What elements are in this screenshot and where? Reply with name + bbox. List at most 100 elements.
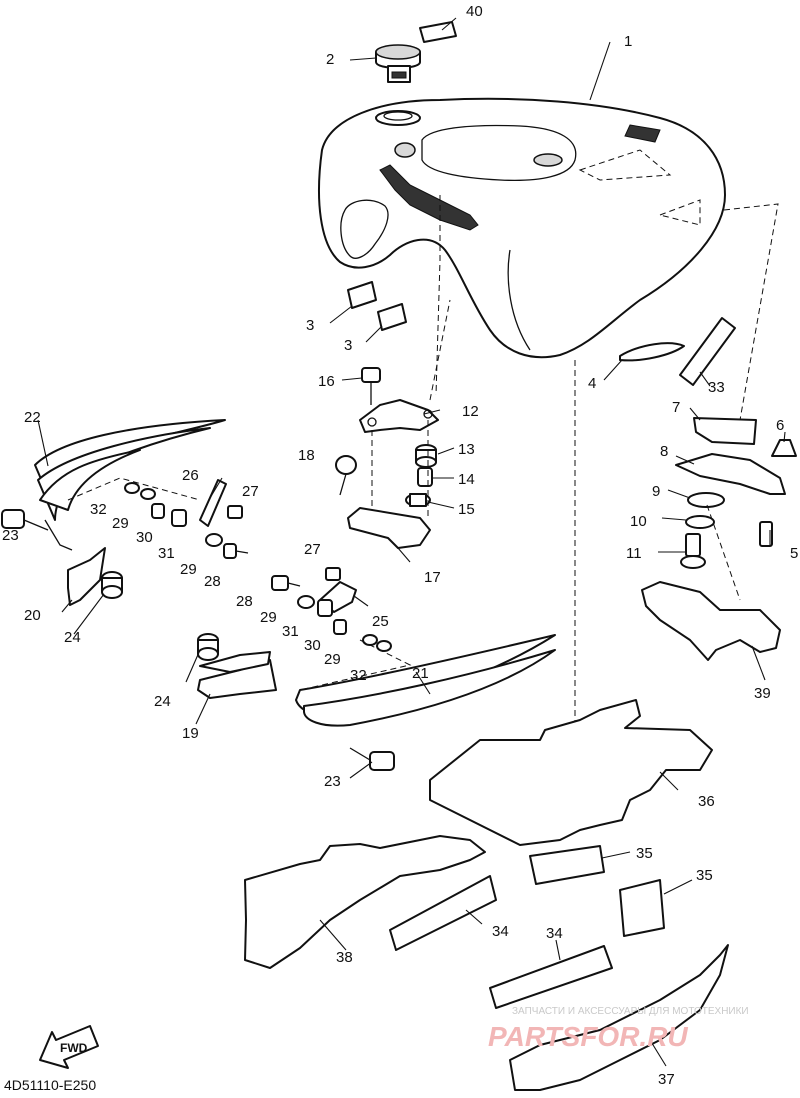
callout-35a: 35	[636, 845, 653, 862]
fwd-arrow-icon: FWD	[39, 1025, 99, 1069]
callout-34a: 34	[492, 923, 509, 940]
callout-27a: 27	[242, 483, 259, 500]
plate-36	[429, 699, 713, 846]
plate-38	[244, 835, 486, 969]
callout-3a: 3	[306, 317, 314, 334]
callout-27b: 27	[304, 541, 321, 558]
callout-33: 33	[708, 379, 725, 396]
leader-lines	[37, 17, 786, 1067]
damper-13	[415, 444, 437, 468]
watermark-logo: PARTSFOR.RU	[488, 1021, 688, 1052]
screw-18	[335, 455, 357, 496]
callout-23a: 23	[2, 527, 19, 544]
washer-10	[685, 515, 715, 529]
washer-29a	[140, 488, 156, 500]
bracket-8	[675, 453, 786, 495]
callout-13: 13	[458, 441, 475, 458]
callout-31b: 31	[282, 623, 299, 640]
collar-14	[417, 467, 433, 487]
cover-20	[67, 547, 106, 606]
callout-32b: 32	[350, 667, 367, 684]
callout-11: 11	[626, 545, 642, 562]
bolt-23-left	[1, 509, 49, 531]
callout-28b: 28	[236, 593, 253, 610]
collar-30b	[333, 619, 347, 635]
block-35b	[619, 879, 665, 937]
callout-34b: 34	[546, 925, 563, 942]
cover-22	[34, 419, 226, 551]
collar-24-right	[197, 633, 219, 661]
callout-20: 20	[24, 607, 41, 624]
callout-24a: 24	[64, 629, 81, 646]
washer-29c	[297, 595, 315, 609]
bracket-39	[641, 581, 781, 661]
plate-37	[509, 944, 729, 1091]
bolt-28b	[271, 575, 301, 591]
callout-32a: 32	[90, 501, 107, 518]
callout-9: 9	[652, 483, 660, 500]
callout-30a: 30	[136, 529, 153, 546]
callout-29b: 29	[180, 561, 197, 578]
callout-31a: 31	[158, 545, 175, 562]
bolt-27a	[227, 505, 243, 519]
decal-4	[619, 342, 685, 362]
callout-numbers: 1 2 3 3 4 5 6 7 8 9 10 11 12 13 14 15 16…	[2, 3, 798, 1088]
washer-29d	[362, 634, 378, 646]
callout-36: 36	[698, 793, 715, 810]
bolt-23-right	[349, 747, 395, 771]
callout-24b: 24	[154, 693, 171, 710]
callout-8: 8	[660, 443, 668, 460]
callout-12: 12	[462, 403, 479, 420]
collar-30a	[151, 503, 165, 519]
damper-31a	[171, 509, 187, 527]
callout-40: 40	[466, 3, 483, 20]
damper-31b	[317, 599, 333, 617]
callout-7: 7	[672, 399, 680, 416]
callout-29a: 29	[112, 515, 129, 532]
callout-30b: 30	[304, 637, 321, 654]
callout-16: 16	[318, 373, 335, 390]
callout-22: 22	[24, 409, 41, 426]
callout-29d: 29	[324, 651, 341, 668]
callout-2: 2	[326, 51, 334, 68]
callout-5: 5	[790, 545, 798, 562]
callout-39: 39	[754, 685, 771, 702]
callout-4: 4	[588, 375, 596, 392]
bolt-27b	[325, 567, 341, 581]
cover-21	[295, 634, 556, 727]
nut-6	[771, 439, 797, 457]
bolt-5	[759, 521, 773, 547]
callout-17: 17	[424, 569, 441, 586]
washer-29b	[205, 533, 223, 547]
callout-21: 21	[412, 665, 429, 682]
callout-10: 10	[630, 513, 647, 530]
fuel-cap	[375, 44, 421, 83]
callout-3b: 3	[344, 337, 352, 354]
callout-25: 25	[372, 613, 389, 630]
callout-15: 15	[458, 501, 475, 518]
collar-24-left	[101, 571, 123, 599]
plate-26	[199, 479, 227, 527]
watermark-caption: ЗАПЧАСТИ И АКСЕССУАРЫ ДЛЯ МОТОТЕХНИКИ	[512, 1006, 749, 1017]
bolt-28a	[223, 543, 249, 559]
fuel-tank	[318, 97, 726, 359]
bracket-17	[347, 507, 431, 549]
callout-29c: 29	[260, 609, 277, 626]
washer-32a	[124, 482, 140, 494]
svg-text:FWD: FWD	[60, 1041, 88, 1055]
callout-26: 26	[182, 467, 199, 484]
callout-37: 37	[658, 1071, 675, 1088]
bolt-15	[405, 493, 431, 507]
washer-32b	[376, 640, 392, 652]
decal-3b	[377, 303, 407, 331]
callout-19: 19	[182, 725, 199, 742]
callout-38: 38	[336, 949, 353, 966]
drawing-code: 4D51110-E250	[4, 1077, 96, 1093]
bolt-11	[680, 533, 706, 569]
callout-28a: 28	[204, 573, 221, 590]
pad-33	[679, 317, 736, 386]
bolt-16	[361, 367, 381, 405]
callout-14: 14	[458, 471, 475, 488]
label-40	[419, 21, 457, 43]
